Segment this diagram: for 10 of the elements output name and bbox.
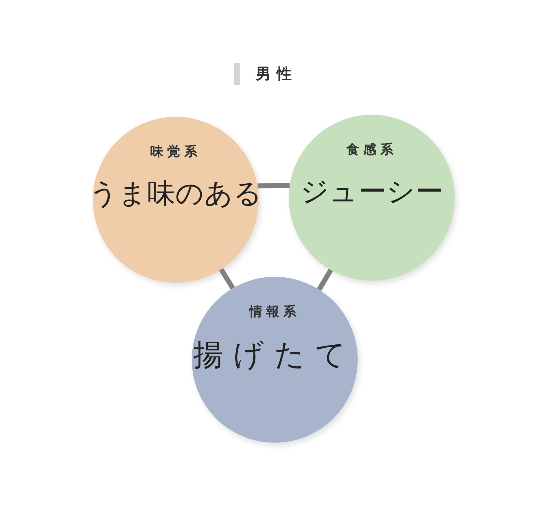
node-text: 揚げたて <box>194 337 356 375</box>
node-text: うま味のある <box>90 176 262 212</box>
category-label: 食感系 <box>346 142 398 159</box>
category-label: 味覚系 <box>150 144 202 161</box>
title: 男性 <box>256 64 298 84</box>
connector-line <box>317 268 334 292</box>
node-text: ジューシー <box>300 174 444 210</box>
category-label: 情報系 <box>250 304 300 321</box>
connector-line <box>258 183 290 189</box>
connector-line <box>219 268 236 290</box>
